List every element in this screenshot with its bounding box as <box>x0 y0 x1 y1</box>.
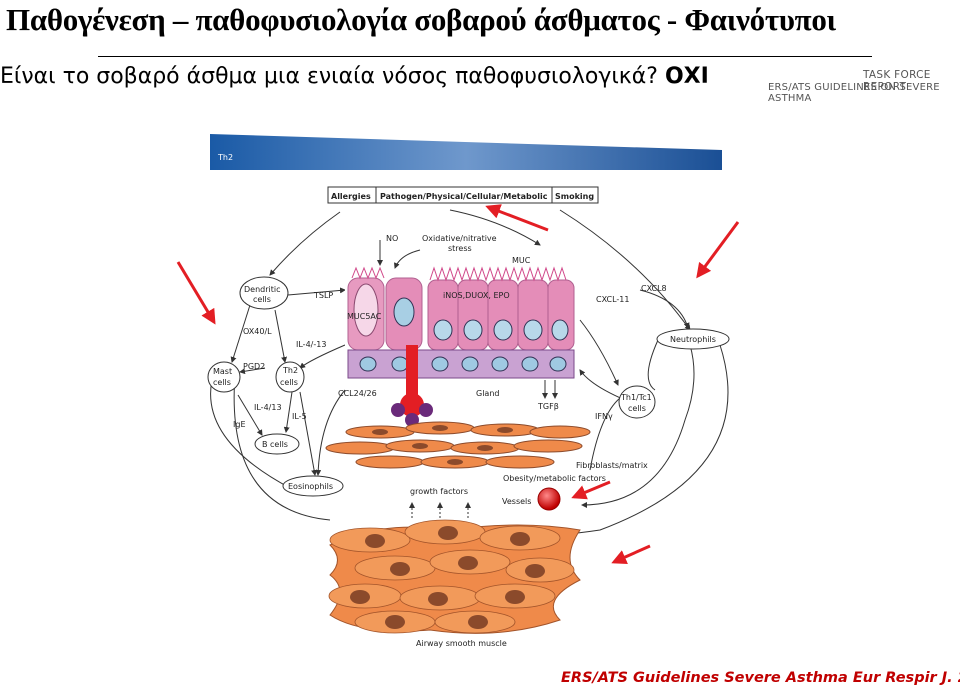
cell-ovals <box>207 276 730 497</box>
label-mast-2: cells <box>213 378 231 387</box>
label-obesity: Obesity/metabolic factors <box>503 474 606 483</box>
eosinophils-oval <box>282 475 344 497</box>
label-ox40l: OX40/L <box>243 327 272 336</box>
label-ige: IgE <box>233 420 246 429</box>
red-arrow-icon <box>696 221 740 279</box>
label-bcells: B cells <box>262 440 288 449</box>
fibroblast-layer <box>325 421 591 469</box>
mast-cells-oval <box>207 361 241 393</box>
label-mast-1: Mast <box>213 367 232 376</box>
red-arrow-icon <box>485 204 549 232</box>
th1-gradient-label: Th1 <box>696 140 712 149</box>
guidelines-label: ERS/ATS GUIDELINES ON SEVERE ASTHMA <box>768 82 940 104</box>
vessel-icon <box>537 487 561 511</box>
label-th1-2: cells <box>628 404 646 413</box>
task-force-label: TASK FORCE REPORT <box>863 69 931 93</box>
red-arrow-icon <box>176 261 216 325</box>
label-pgd2: PGD2 <box>243 362 265 371</box>
label-neutrophils: Neutrophils <box>670 335 716 344</box>
th2-cells-oval <box>275 361 305 393</box>
label-th2-1: Th2 <box>282 366 298 375</box>
label-gland: Gland <box>476 389 499 398</box>
red-arrow-icon <box>571 480 611 500</box>
growth-factor-arrows <box>409 502 471 518</box>
label-dendritic-1: Dendritic <box>244 285 281 294</box>
citation: ERS/ATS Guidelines Severe Asthma Eur Res… <box>561 670 960 686</box>
label-fibroblasts: Fibroblasts/matrix <box>576 461 648 470</box>
label-ccl: CCL24/26 <box>338 389 377 398</box>
label-eosinophils: Eosinophils <box>288 482 333 491</box>
label-growth: growth factors <box>410 487 468 496</box>
smooth-muscle-layer <box>328 519 581 634</box>
label-ifng: IFNγ <box>595 412 613 421</box>
label-muc: MUC <box>512 256 531 265</box>
label-oxidative-2: stress <box>448 244 472 253</box>
airway-epithelium <box>345 266 575 427</box>
label-tslp: TSLP <box>313 291 333 300</box>
answer-label: ΟΧΙ <box>664 64 709 89</box>
label-dendritic-2: cells <box>253 295 271 304</box>
question-text: Είναι το σοβαρό άσθμα μια ενιαία νόσος π… <box>0 64 709 89</box>
label-tgfb: TGFβ <box>537 402 559 411</box>
neutrophils-oval <box>656 328 730 350</box>
trigger-boxes: Allergies Pathogen/Physical/Cellular/Met… <box>327 186 599 204</box>
trigger-allergies: Allergies <box>331 192 371 201</box>
label-asm: Airway smooth muscle <box>416 639 507 648</box>
trigger-pathogen: Pathogen/Physical/Cellular/Metabolic <box>380 192 548 201</box>
th2-th1-gradient: Th2 Th1 <box>210 128 722 172</box>
diagram-labels: NO Oxidative/nitrative stress MUC Dendri… <box>213 234 716 648</box>
b-cells-oval <box>254 433 300 455</box>
label-cxcl8: CXCL8 <box>641 284 667 293</box>
label-il413b: IL-4/13 <box>254 403 282 412</box>
th1-cells-oval <box>618 385 656 419</box>
label-il5: IL-5 <box>292 412 307 421</box>
label-muc5ac: MUC5AC <box>347 312 382 321</box>
label-inos: iNOS,DUOX, EPO <box>443 291 510 300</box>
red-arrow-icon <box>611 544 651 564</box>
label-no: NO <box>386 234 398 243</box>
question-label: Είναι το σοβαρό άσθμα μια ενιαία νόσος π… <box>0 64 658 89</box>
title-divider <box>98 56 872 57</box>
label-vessels: Vessels <box>502 497 531 506</box>
trigger-smoking: Smoking <box>555 192 594 201</box>
label-il413a: IL-4/-13 <box>296 340 326 349</box>
th2-gradient-label: Th2 <box>217 153 233 162</box>
dendritic-cells-oval <box>239 276 289 310</box>
label-oxidative-1: Oxidative/nitrative <box>422 234 497 243</box>
label-th2-2: cells <box>280 378 298 387</box>
red-emphasis-arrows <box>176 204 740 564</box>
label-cxcl11: CXCL-11 <box>596 295 629 304</box>
label-th1-1: Th1/Tc1 <box>620 393 652 402</box>
slide-title: Παθογένεση – παθοφυσιολογία σοβαρού άσθμ… <box>6 2 836 37</box>
